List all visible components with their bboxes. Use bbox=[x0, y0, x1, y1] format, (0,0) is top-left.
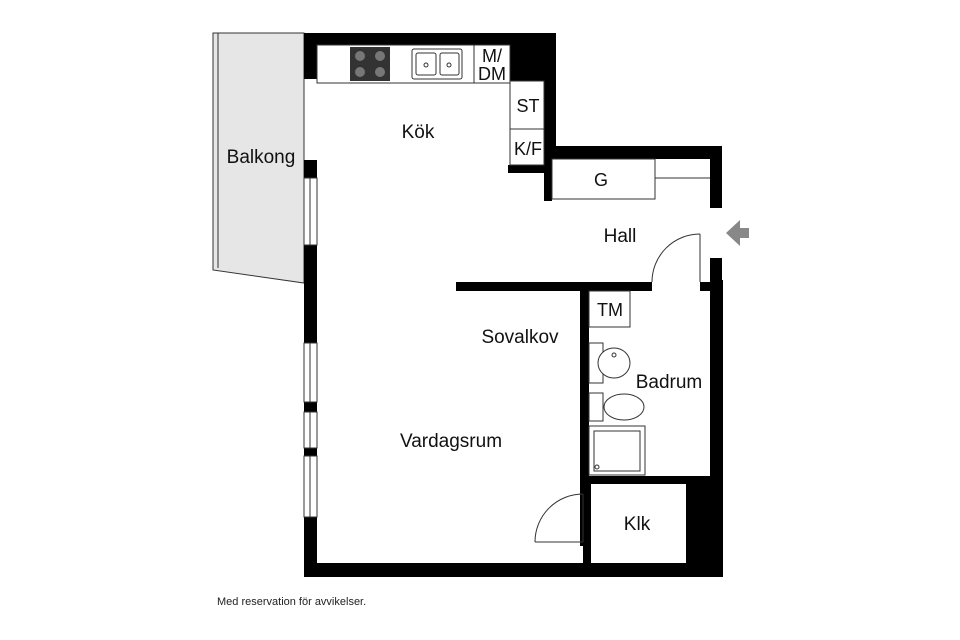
balcony-label: Balkong bbox=[227, 147, 296, 168]
entrance-door bbox=[651, 233, 701, 283]
windows bbox=[303, 177, 318, 518]
stove-cabinet-label: ST bbox=[516, 96, 539, 116]
dishwasher-label-line2: DM bbox=[478, 64, 506, 84]
washer bbox=[588, 290, 631, 328]
hall-label: Hall bbox=[604, 226, 637, 247]
closet-door bbox=[534, 493, 584, 543]
wardrobe-label: G bbox=[594, 170, 608, 190]
stove-icon bbox=[350, 47, 390, 81]
bathroom-label: Badrum bbox=[636, 372, 703, 393]
entrance-arrow-icon bbox=[726, 220, 749, 246]
dishwasher-label-line1: M/ bbox=[482, 46, 502, 66]
closet-label: Klk bbox=[624, 514, 651, 535]
walls bbox=[304, 33, 723, 577]
living-room-label: Vardagsrum bbox=[400, 431, 502, 452]
alcove-label: Sovalkov bbox=[481, 327, 559, 348]
kitchen-label: Kök bbox=[402, 122, 435, 143]
bathroom-fixtures bbox=[588, 342, 646, 476]
sink-icon bbox=[411, 48, 463, 80]
washer-label: TM bbox=[597, 300, 623, 320]
wardrobe bbox=[551, 158, 710, 200]
fridge-freezer-label: K/F bbox=[514, 139, 542, 159]
kitchen-counter bbox=[316, 44, 545, 166]
disclaimer-text: Med reservation för avvikelser. bbox=[217, 596, 367, 608]
